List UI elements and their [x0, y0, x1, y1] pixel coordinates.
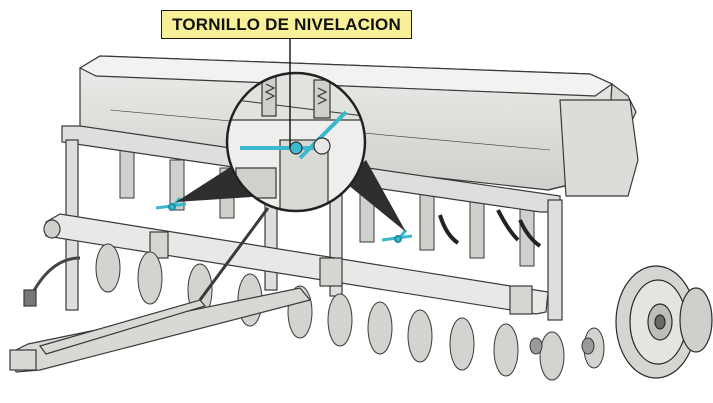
- transport-wheel: [615, 265, 713, 379]
- magnifier: [225, 71, 367, 213]
- axle-tube: [43, 213, 549, 315]
- leveling-screw-right: [381, 229, 413, 243]
- magnifier-pointers: [176, 160, 406, 232]
- leveling-screw-left: [155, 197, 187, 211]
- tow-hitch: [9, 207, 312, 373]
- callout-label: TORNILLO DE NIVELACION: [161, 10, 412, 39]
